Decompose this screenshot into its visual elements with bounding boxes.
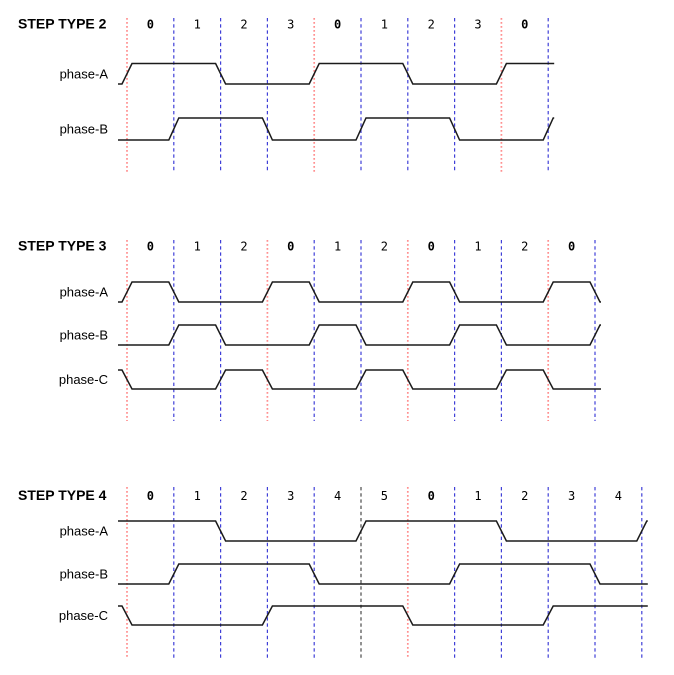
step-number: 0	[147, 18, 154, 32]
waveform-phase-B	[118, 324, 601, 346]
step-number: 1	[194, 18, 201, 32]
step-number: 3	[474, 18, 481, 32]
waveform-phase-A	[118, 281, 601, 303]
step-number: 2	[428, 18, 435, 32]
step-number: 0	[147, 240, 154, 254]
step-number: 2	[240, 18, 247, 32]
diagram-title: STEP TYPE 4	[18, 487, 107, 503]
step-number: 2	[240, 240, 247, 254]
diagram-step-type-3: STEP TYPE 3 0 1 2 0 1 2 0 1 2 0 phase-A phase-B phase…	[18, 238, 601, 421]
phase-label-phase-C: phase-C	[59, 372, 108, 387]
step-number: 3	[287, 18, 294, 32]
waveform-phase-B	[118, 117, 555, 141]
diagram-step-type-2: STEP TYPE 2 0 1 2 3 0 1 2 3 0 phase-A phase-B	[18, 16, 555, 173]
step-number: 1	[194, 240, 201, 254]
step-number: 0	[147, 489, 154, 503]
step-number: 1	[334, 240, 341, 254]
step-number: 0	[334, 18, 341, 32]
waveform-phase-A	[118, 62, 555, 85]
step-number: 1	[474, 489, 481, 503]
step-number: 0	[568, 240, 575, 254]
step-number: 3	[287, 489, 294, 503]
phase-label-phase-B: phase-B	[60, 122, 108, 137]
waveform-phase-C	[118, 369, 601, 390]
step-number: 1	[194, 489, 201, 503]
step-number: 0	[287, 240, 294, 254]
diagram-title: STEP TYPE 3	[18, 238, 107, 254]
waveform-phase-B	[118, 563, 648, 585]
diagram-title: STEP TYPE 2	[18, 16, 107, 32]
phase-label-phase-A: phase-A	[60, 66, 109, 81]
step-number: 0	[521, 18, 528, 32]
phase-label-phase-A: phase-A	[60, 524, 109, 539]
step-number: 1	[381, 18, 388, 32]
diagram-step-type-4: STEP TYPE 4 0 1 2 3 4 5 0 1 2 3 4 phase-A phase-B phas…	[18, 487, 648, 658]
step-number: 5	[381, 489, 388, 503]
phase-label-phase-B: phase-B	[60, 328, 108, 343]
step-number: 1	[474, 240, 481, 254]
step-number: 2	[521, 240, 528, 254]
step-number: 3	[568, 489, 575, 503]
step-number: 4	[615, 489, 622, 503]
phase-label-phase-A: phase-A	[60, 285, 109, 300]
step-number: 2	[381, 240, 388, 254]
step-number: 2	[521, 489, 528, 503]
step-number: 0	[428, 240, 435, 254]
waveform-phase-C	[118, 605, 648, 626]
phase-label-phase-C: phase-C	[59, 608, 108, 623]
step-number: 2	[240, 489, 247, 503]
phase-label-phase-B: phase-B	[60, 567, 108, 582]
waveform-phase-A	[118, 520, 648, 542]
step-number: 4	[334, 489, 341, 503]
step-number: 0	[428, 489, 435, 503]
